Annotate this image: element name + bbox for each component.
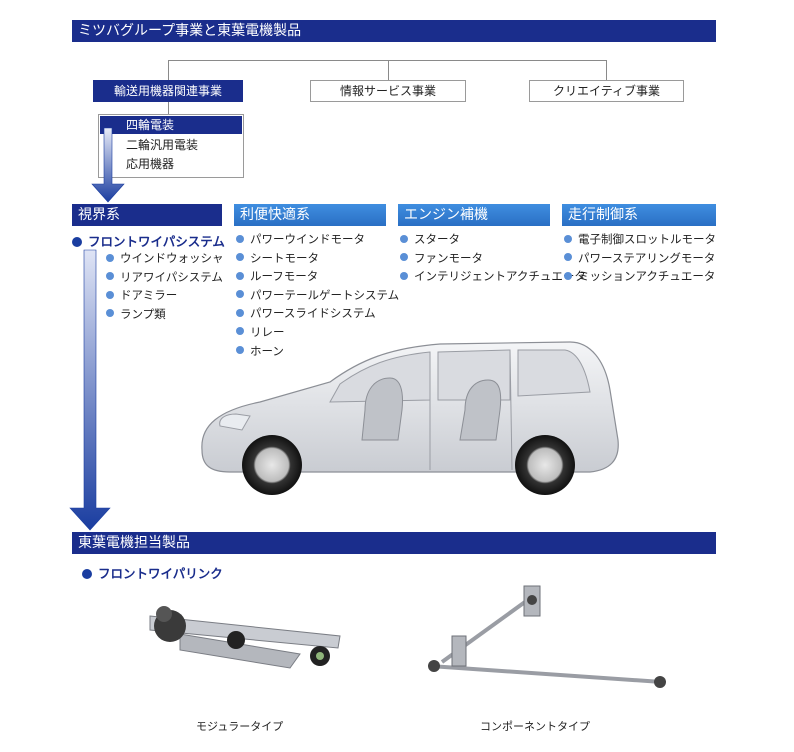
item-label: 電子制御スロットルモータ xyxy=(578,232,716,246)
division-label: 情報サービス事業 xyxy=(339,84,436,98)
list-item: パワースライドシステム xyxy=(236,304,399,323)
item-label: シートモータ xyxy=(250,250,319,265)
division-label: 輸送用機器関連事業 xyxy=(113,84,222,98)
item-label: ファンモータ xyxy=(414,250,483,265)
list-item: パワーウインドモータ xyxy=(236,230,399,249)
category-title: 視界系 xyxy=(78,207,120,223)
division-label: クリエイティブ事業 xyxy=(552,84,661,98)
engine-list: スタータ ファンモータ インテリジェントアクチュエータ xyxy=(400,230,586,286)
item-label: ルーフモータ xyxy=(250,269,319,284)
arrow-to-visibility xyxy=(91,127,125,203)
bullet-icon xyxy=(564,234,572,243)
list-item: パワーステアリングモータ xyxy=(564,249,716,268)
car-illustration xyxy=(201,341,619,495)
caption-modular: モジュラータイプ xyxy=(196,720,284,733)
division-information: 情報サービス事業 xyxy=(310,80,466,102)
bullet-icon xyxy=(400,253,408,262)
convenience-list: パワーウインドモータ シートモータ ルーフモータ パワーテールゲートシステム パ… xyxy=(236,230,399,360)
item-label: ホーン xyxy=(250,343,284,358)
list-item: リアワイパシステム xyxy=(106,268,224,287)
bullet-icon xyxy=(400,234,408,243)
subdivision-box: 四輪電装 二輪汎用電装 応用機器 xyxy=(98,114,244,178)
org-connector-right xyxy=(606,60,607,80)
item-label: ドアミラー xyxy=(120,288,178,303)
list-item: ホーン xyxy=(236,342,399,361)
bullet-icon xyxy=(72,236,82,247)
item-label: ランプ類 xyxy=(120,306,166,321)
products-headline: フロントワイパリンク xyxy=(82,563,223,582)
bullet-icon xyxy=(564,271,572,280)
subdivision-two-wheel: 二輪汎用電装 xyxy=(126,138,199,152)
bullet-icon xyxy=(400,271,408,280)
list-item: ランプ類 xyxy=(106,305,224,324)
component-wiper-link-illustration xyxy=(428,585,666,688)
list-item: ウインドウォッシャ xyxy=(106,249,224,268)
bullet-icon xyxy=(236,308,244,317)
products-bar: 東葉電機担当製品 xyxy=(72,532,716,554)
arrow-to-products xyxy=(69,249,111,531)
sub-connector xyxy=(168,102,169,114)
driving-list: 電子制御スロットルモータ パワーステアリングモータ ミッションアクチュエータ xyxy=(564,230,716,286)
item-label: ウインドウォッシャ xyxy=(120,251,224,265)
bullet-icon xyxy=(236,234,244,243)
category-visibility: 視界系 xyxy=(72,204,222,226)
item-label: パワーステアリングモータ xyxy=(578,250,716,265)
org-connector-middle xyxy=(388,60,389,80)
list-item: パワーテールゲートシステム xyxy=(236,286,399,305)
list-item: ドアミラー xyxy=(106,286,224,305)
list-item: スタータ xyxy=(400,230,586,249)
rear-wheel xyxy=(515,435,575,495)
headline-text: フロントワイパシステム xyxy=(88,234,225,249)
item-label: リレー xyxy=(250,324,285,339)
category-title: 利便快適系 xyxy=(240,207,310,223)
subdivision-applied: 応用機器 xyxy=(126,157,175,171)
item-label: パワーウインドモータ xyxy=(250,232,365,246)
subdivision-four-wheel: 四輪電装 xyxy=(100,116,242,134)
list-item: 電子制御スロットルモータ xyxy=(564,230,716,249)
headline-text: フロントワイパリンク xyxy=(98,566,223,581)
visibility-list: ウインドウォッシャ リアワイパシステム ドアミラー ランプ類 xyxy=(106,249,224,323)
division-transport: 輸送用機器関連事業 xyxy=(93,80,243,102)
visibility-headline: フロントワイパシステム xyxy=(72,231,225,250)
list-item: シートモータ xyxy=(236,249,399,268)
category-driving: 走行制御系 xyxy=(562,204,716,226)
org-connector-horizontal xyxy=(168,60,606,61)
header-title: ミツバグループ事業と東葉電機製品 xyxy=(78,23,302,39)
products-title: 東葉電機担当製品 xyxy=(78,535,190,551)
list-item: ミッションアクチュエータ xyxy=(564,267,716,286)
item-label: パワースライドシステム xyxy=(250,306,376,321)
front-wheel xyxy=(242,435,302,495)
division-creative: クリエイティブ事業 xyxy=(529,80,684,102)
header-bar: ミツバグループ事業と東葉電機製品 xyxy=(72,20,716,42)
bullet-icon xyxy=(106,272,114,281)
org-connector-left xyxy=(168,60,169,80)
bullet-icon xyxy=(82,568,92,579)
category-engine: エンジン補機 xyxy=(398,204,550,226)
item-label: スタータ xyxy=(414,232,460,246)
modular-wiper-link-illustration xyxy=(149,606,341,669)
category-title: 走行制御系 xyxy=(568,207,638,223)
category-title: エンジン補機 xyxy=(404,207,488,223)
bullet-icon xyxy=(564,253,572,262)
list-item: ファンモータ xyxy=(400,249,586,268)
bullet-icon xyxy=(236,290,244,299)
caption-component: コンポーネントタイプ xyxy=(480,720,590,733)
bullet-icon xyxy=(236,253,244,262)
bullet-icon xyxy=(236,327,244,336)
bullet-icon xyxy=(236,346,244,355)
list-item: インテリジェントアクチュエータ xyxy=(400,267,586,286)
item-label: インテリジェントアクチュエータ xyxy=(414,269,586,284)
item-label: パワーテールゲートシステム xyxy=(250,287,400,302)
category-convenience: 利便快適系 xyxy=(234,204,386,226)
list-item: ルーフモータ xyxy=(236,267,399,286)
bullet-icon xyxy=(106,309,114,318)
item-label: ミッションアクチュエータ xyxy=(578,269,716,284)
bullet-icon xyxy=(236,271,244,280)
item-label: リアワイパシステム xyxy=(120,269,223,284)
list-item: リレー xyxy=(236,323,399,342)
bullet-icon xyxy=(106,253,114,262)
bullet-icon xyxy=(106,290,114,299)
